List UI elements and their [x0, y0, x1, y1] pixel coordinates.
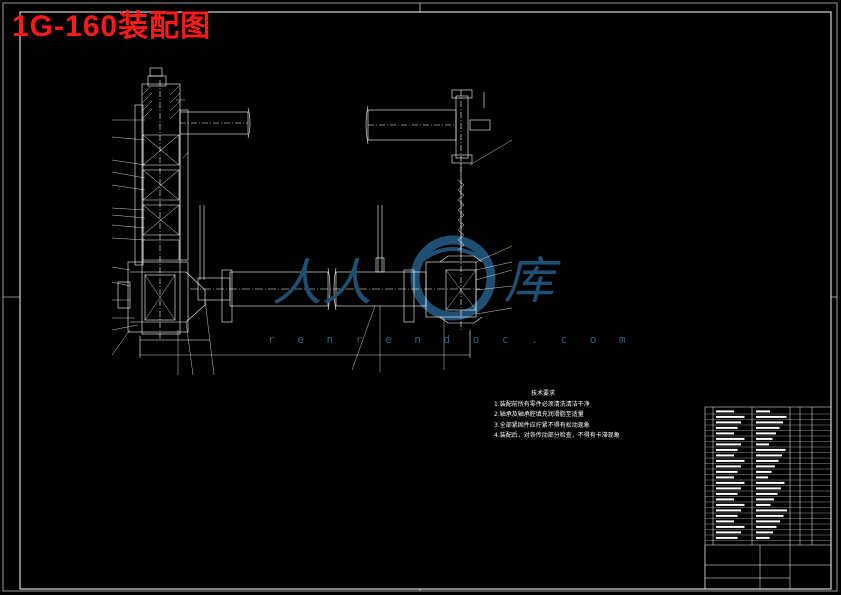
table-cell-mark [756, 492, 778, 495]
table-cell-mark [716, 509, 741, 512]
leader-lines-right [469, 139, 513, 315]
table-cell-mark [716, 531, 741, 534]
table-cell-mark [756, 476, 768, 479]
parts-list-marks [716, 410, 787, 539]
table-cell-mark [756, 503, 771, 506]
watermark-url: r e n r e n d o c . c o m [268, 333, 634, 346]
watermark-logo [410, 235, 496, 321]
table-cell-mark [716, 487, 741, 490]
table-cell-mark [716, 454, 734, 457]
table-cell-mark [756, 454, 782, 457]
table-cell-mark [716, 470, 738, 473]
table-cell-mark [716, 410, 734, 413]
table-cell-mark [716, 498, 734, 501]
table-cell-mark [716, 415, 745, 418]
table-cell-mark [756, 465, 775, 468]
table-cell-mark [716, 536, 738, 539]
table-cell-mark [716, 520, 734, 523]
table-cell-mark [716, 448, 738, 451]
table-cell-mark [716, 514, 738, 517]
vertical-column-assembly [117, 67, 471, 358]
table-cell-mark [756, 410, 770, 413]
table-cell-mark [756, 498, 774, 501]
table-cell-mark [716, 481, 745, 484]
watermark-glyph-right: 库 [504, 252, 554, 310]
table-cell-mark [756, 481, 785, 484]
note-item-2: 2.轴承及轴承腔填充润滑脂至适量 [494, 411, 584, 418]
table-cell-mark [756, 470, 772, 473]
technical-notes: 技术要求 1.装配前所有零件必须清洗清洁干净 2.轴承及轴承腔填充润滑脂至适量 … [494, 389, 620, 442]
table-cell-mark [716, 465, 741, 468]
table-cell-mark [756, 514, 784, 517]
table-cell-mark [716, 492, 738, 495]
watermark-glyph-left: 人人 [272, 254, 372, 312]
table-cell-mark [756, 437, 773, 440]
leader-lines-left [111, 99, 445, 376]
table-cell-mark [756, 421, 783, 424]
right-gear-assembly [365, 89, 491, 330]
table-cell-mark [756, 531, 773, 534]
table-cell-mark [756, 487, 781, 490]
table-cell-mark [716, 503, 745, 506]
table-cell-mark [756, 520, 780, 523]
note-item-4: 4.装配后，对各传动部分检查，不得有卡滞现象 [494, 432, 620, 439]
table-cell-mark [716, 437, 745, 440]
table-cell-mark [716, 525, 745, 528]
table-cell-mark [756, 525, 777, 528]
table-cell-mark [756, 426, 780, 429]
table-cell-mark [756, 448, 786, 451]
note-item-3: 3.全部紧固件应拧紧不得有松动现象 [494, 421, 590, 429]
note-item-1: 1.装配前所有零件必须清洗清洁干净 [494, 400, 590, 408]
horizontal-shaft [190, 205, 480, 323]
table-cell-mark [756, 536, 770, 539]
table-cell-mark [716, 476, 734, 479]
table-cell-mark [716, 459, 745, 462]
table-cell-mark [716, 421, 741, 424]
table-cell-mark [716, 443, 741, 446]
drawing-title: 1G-160装配图 [12, 10, 212, 43]
table-cell-mark [756, 443, 769, 446]
table-cell-mark [716, 432, 734, 435]
notes-heading: 技术要求 [531, 390, 556, 397]
table-cell-mark [756, 509, 787, 512]
parts-list-table [704, 406, 832, 590]
table-cell-mark [756, 459, 779, 462]
table-cell-mark [716, 426, 738, 429]
table-cell-mark [756, 415, 787, 418]
table-cell-mark [756, 432, 776, 435]
